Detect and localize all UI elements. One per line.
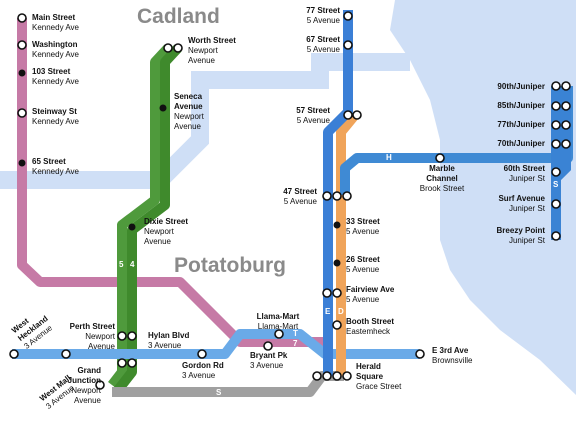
station-worth-b[interactable] [173, 43, 183, 53]
city-name-cadland: Cadland [137, 5, 220, 28]
station-77j-a[interactable] [551, 120, 561, 130]
station-70-a[interactable] [551, 139, 561, 149]
station-main[interactable] [17, 13, 27, 23]
station-seneca[interactable] [159, 104, 167, 112]
line-label-h: H [386, 153, 392, 162]
station-70-b[interactable] [561, 139, 571, 149]
station-103[interactable] [18, 69, 26, 77]
label-j70: 70th/Juniper [497, 139, 545, 148]
station-breezy[interactable] [551, 231, 561, 241]
station-surf[interactable] [551, 199, 561, 209]
station-herald-b[interactable] [322, 371, 332, 381]
station-67[interactable] [343, 40, 353, 50]
line-label-7: 7 [293, 339, 298, 348]
station-gordon[interactable] [197, 349, 207, 359]
station-perth-a[interactable] [117, 331, 127, 341]
station-herald-c[interactable] [332, 371, 342, 381]
station-west-heckland[interactable] [9, 349, 19, 359]
station-77j-b[interactable] [561, 120, 571, 130]
line-s-south [112, 371, 344, 397]
station-57-a[interactable] [343, 110, 353, 120]
label-j90: 90th/Juniper [497, 82, 545, 91]
station-26[interactable] [333, 259, 341, 267]
station-90-a[interactable] [551, 81, 561, 91]
station-hylan-a[interactable] [117, 358, 127, 368]
station-hylan-b[interactable] [127, 358, 137, 368]
station-57-b[interactable] [352, 110, 362, 120]
station-west-3[interactable] [61, 349, 71, 359]
station-bryant[interactable] [263, 341, 273, 351]
station-47-b[interactable] [332, 191, 342, 201]
label-j85: 85th/Juniper [497, 101, 545, 110]
line-label-e: E [325, 307, 331, 316]
line-label-s-east: S [553, 180, 559, 189]
city-name-potatoburg: Potatoburg [174, 254, 286, 277]
station-llama[interactable] [274, 329, 284, 339]
station-90-b[interactable] [561, 81, 571, 91]
station-85-a[interactable] [551, 101, 561, 111]
station-65[interactable] [18, 159, 26, 167]
station-herald-d[interactable] [342, 371, 352, 381]
label-j77: 77th/Juniper [497, 120, 545, 129]
station-77[interactable] [343, 11, 353, 21]
line-label-s-south: S [216, 388, 222, 397]
water-area [390, 0, 576, 395]
station-perth-b[interactable] [127, 331, 137, 341]
station-marble[interactable] [435, 153, 445, 163]
station-47-a[interactable] [322, 191, 332, 201]
station-west-mall[interactable] [95, 380, 105, 390]
station-herald-a[interactable] [312, 371, 322, 381]
station-washington[interactable] [17, 40, 27, 50]
line-label-4: 4 [130, 260, 135, 269]
line-label-t: T [293, 329, 298, 338]
line-kennedy [17, 18, 330, 347]
station-47-c[interactable] [342, 191, 352, 201]
station-worth-a[interactable] [163, 43, 173, 53]
line-e [323, 10, 353, 376]
station-steinway[interactable] [17, 108, 27, 118]
line-newport-4 [114, 44, 182, 394]
station-85-b[interactable] [561, 101, 571, 111]
line-newport-5 [108, 44, 172, 389]
station-dixie[interactable] [128, 223, 136, 231]
station-60[interactable] [551, 167, 561, 177]
station-fairview-a[interactable] [322, 288, 332, 298]
station-booth[interactable] [332, 320, 342, 330]
station-e3rd[interactable] [415, 349, 425, 359]
line-label-d: D [338, 307, 344, 316]
line-label-5: 5 [119, 260, 124, 269]
station-33[interactable] [333, 221, 341, 229]
station-fairview-b[interactable] [332, 288, 342, 298]
